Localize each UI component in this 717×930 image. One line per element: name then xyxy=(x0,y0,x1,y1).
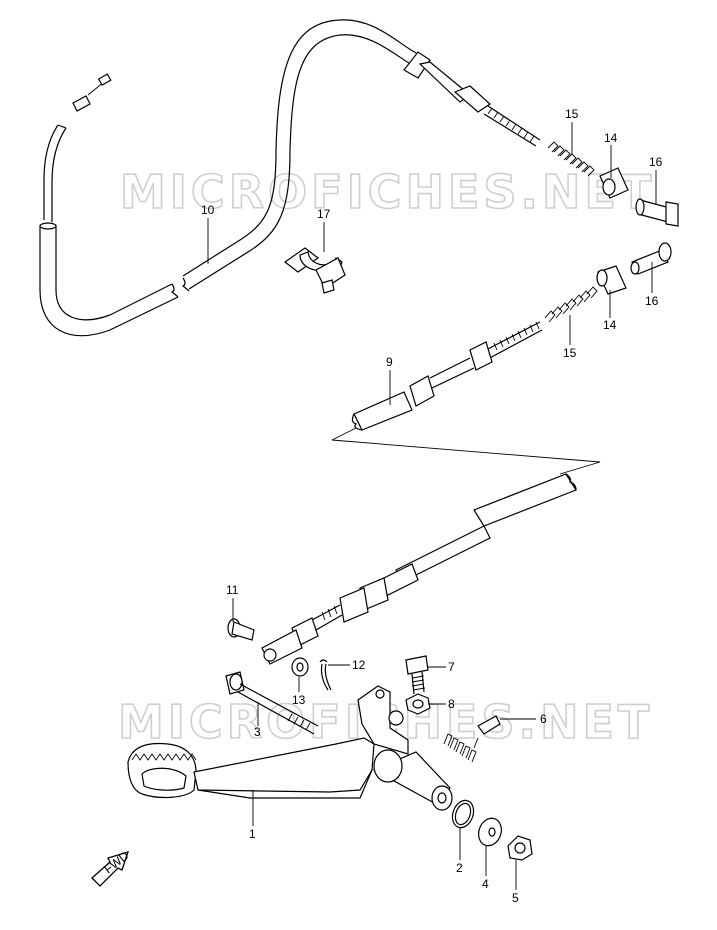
callout-12: 12 xyxy=(352,658,366,672)
nut-8 xyxy=(405,693,431,715)
callout-7: 7 xyxy=(448,660,455,674)
callout-5: 5 xyxy=(512,891,519,905)
callout-14-mid: 14 xyxy=(603,318,617,332)
bolt-16-mid xyxy=(630,242,672,275)
bolt-7 xyxy=(405,655,429,695)
callout-11: 11 xyxy=(226,583,239,597)
cable-9 xyxy=(261,321,601,665)
callout-13: 13 xyxy=(292,693,306,707)
callout-17: 17 xyxy=(317,207,331,221)
barrel-14-mid xyxy=(596,265,627,295)
spring-6 xyxy=(443,715,501,763)
callout-6: 6 xyxy=(540,712,547,726)
callout-16-mid: 16 xyxy=(645,294,659,308)
callout-16-top: 16 xyxy=(649,155,663,169)
barrel-14-top xyxy=(599,167,629,199)
callout-15-mid: 15 xyxy=(563,346,577,360)
fwd-arrow: FWD xyxy=(91,848,132,887)
washer-13 xyxy=(291,657,309,677)
callout-4: 4 xyxy=(482,877,489,891)
cotter-pin-12 xyxy=(319,659,332,691)
callout-15-top: 15 xyxy=(565,107,579,121)
bolt-16-top xyxy=(635,198,679,227)
callout-3: 3 xyxy=(254,725,261,739)
callout-2: 2 xyxy=(456,861,463,875)
circlip-2 xyxy=(451,799,475,829)
leader-lines xyxy=(207,122,657,890)
nut-5 xyxy=(507,835,533,861)
washer-4 xyxy=(478,817,502,847)
callout-14-top: 14 xyxy=(604,131,618,145)
callout-8: 8 xyxy=(448,697,455,711)
spring-15-mid xyxy=(544,286,598,323)
brake-pedal-1 xyxy=(127,685,453,811)
callout-9: 9 xyxy=(386,355,393,369)
pin-11 xyxy=(227,618,255,641)
callout-10: 10 xyxy=(201,203,215,217)
clamp-17 xyxy=(283,247,346,294)
watermark-top: MICROFICHES.NET xyxy=(120,165,655,219)
cable-10 xyxy=(39,19,541,337)
spring-15-top xyxy=(547,141,595,177)
bolt-3 xyxy=(225,671,319,735)
callout-1: 1 xyxy=(249,827,256,841)
